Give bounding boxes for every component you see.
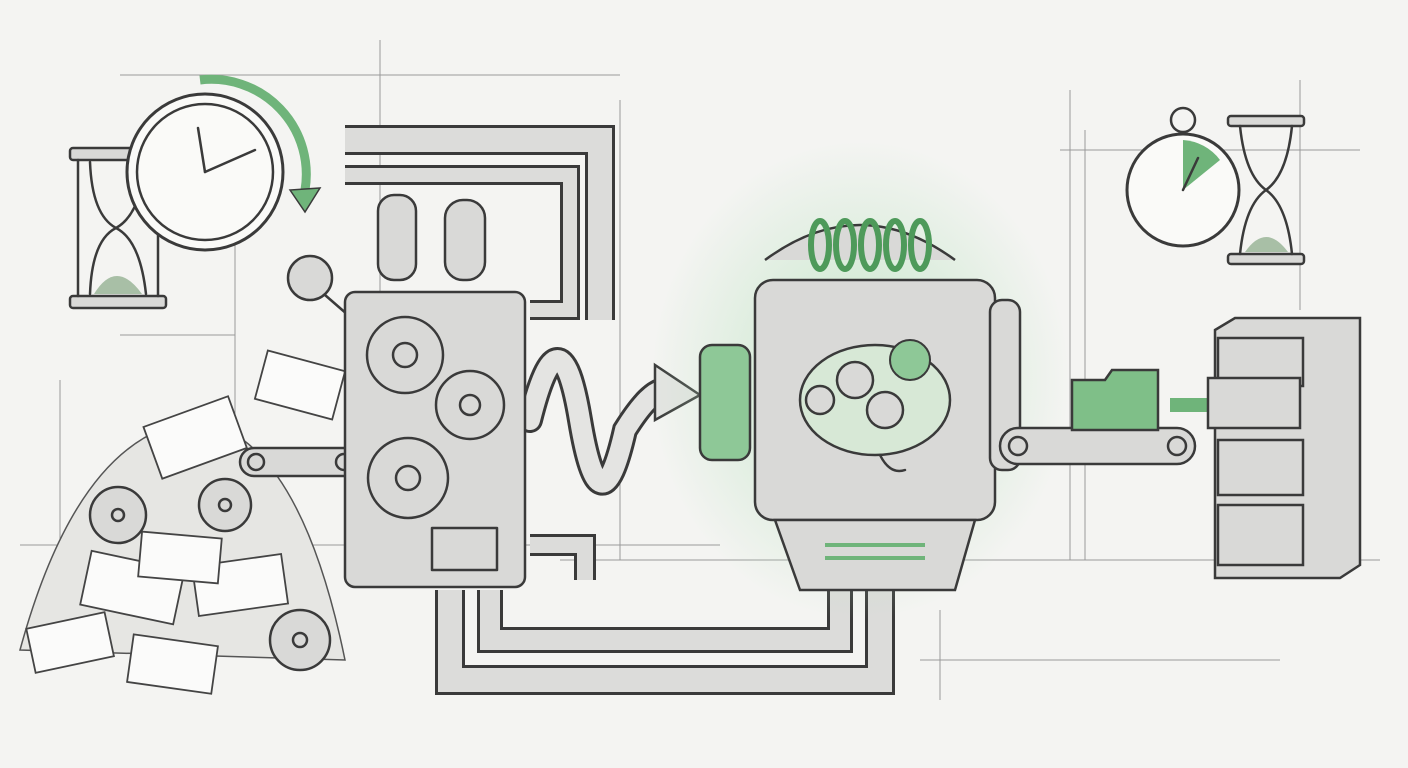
filing-cabinet-icon	[1206, 316, 1362, 580]
right-conveyor	[998, 426, 1197, 466]
ai-machine	[650, 140, 1070, 620]
left-conveyor	[238, 446, 362, 478]
film-reel-icon	[88, 477, 332, 672]
stopwatch-icon	[1125, 106, 1241, 248]
brain-icon	[798, 339, 952, 473]
processing-machine	[286, 193, 527, 589]
folder-icon	[1070, 368, 1160, 432]
gear-icon	[365, 315, 506, 520]
paper-pile	[19, 349, 347, 695]
hourglass-icon	[1226, 114, 1306, 266]
clock-icon	[125, 74, 322, 252]
